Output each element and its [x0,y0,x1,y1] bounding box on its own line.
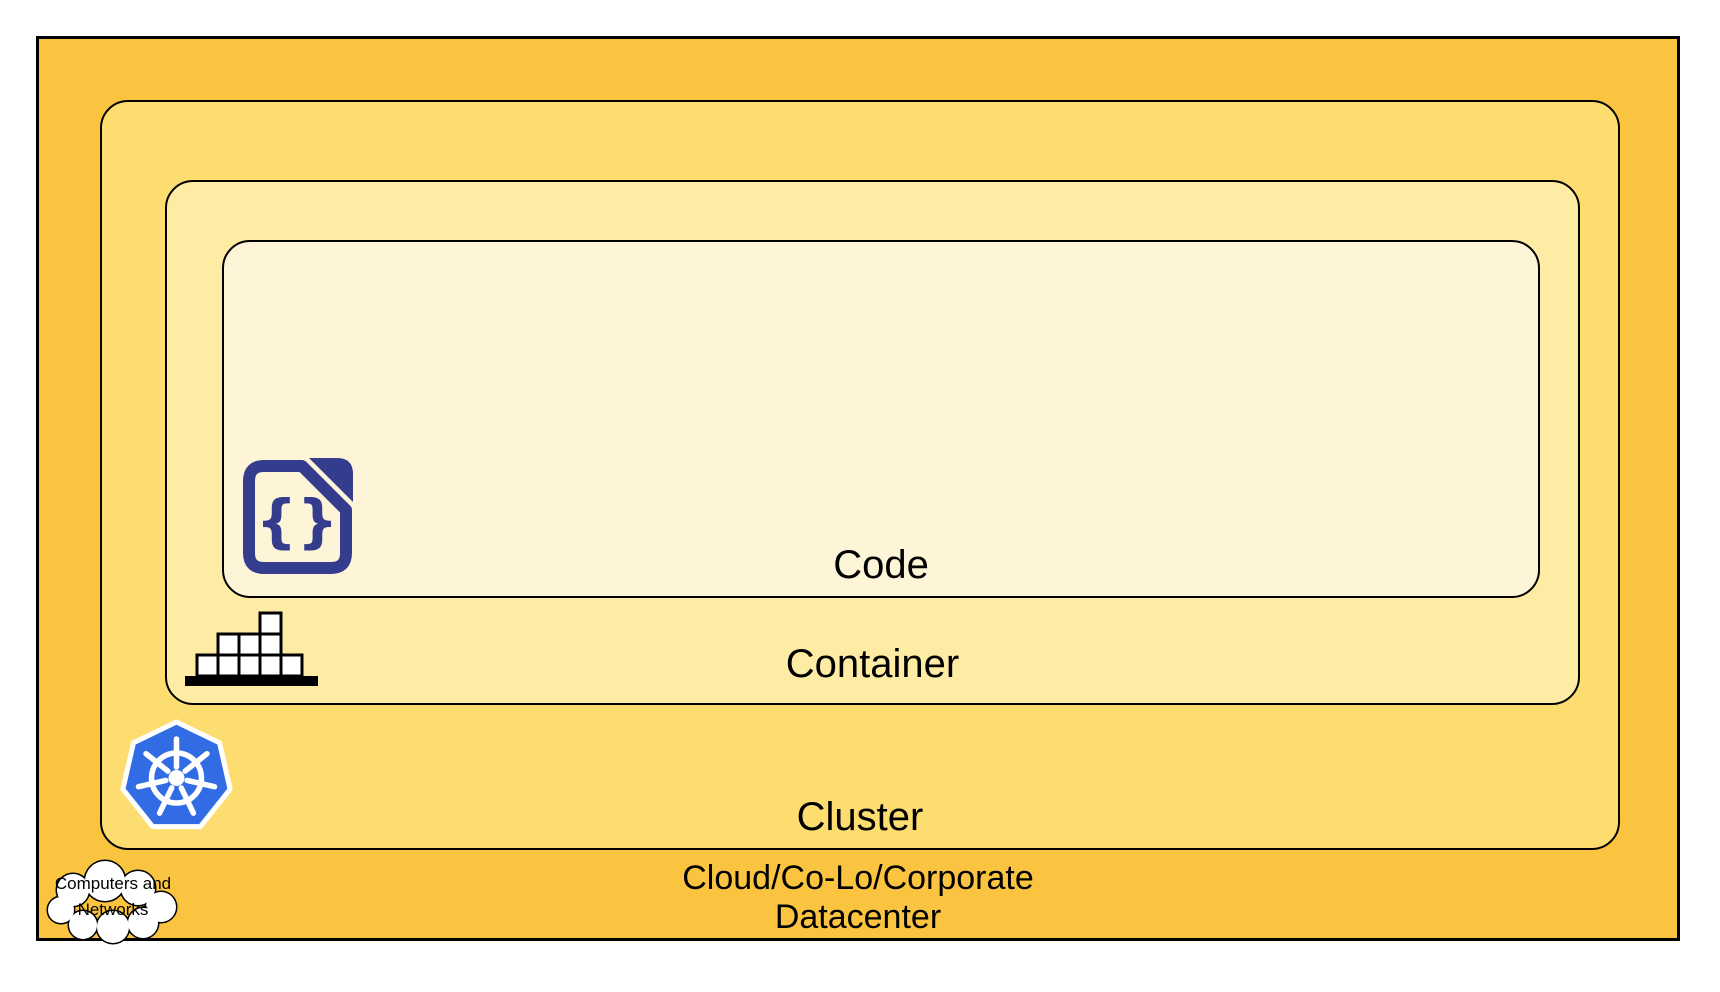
container-blocks-icon [185,611,318,686]
datacenter-label: Cloud/Co-Lo/Corporate Datacenter [39,859,1677,937]
computers-networks-cloud-icon: Computers and Networks [46,859,178,945]
code-label: Code [833,543,929,587]
layer-cluster: {} Code Container [100,100,1620,850]
layer-datacenter: {} Code Container [36,36,1680,945]
layer-code: {} Code [222,240,1540,598]
svg-text:{}: {} [256,487,339,555]
layer-container: {} Code Container [165,180,1580,705]
code-file-icon: {} [243,458,353,574]
datacenter-label-line1: Cloud/Co-Lo/Corporate [682,859,1034,897]
cluster-label: Cluster [796,795,924,839]
datacenter-label-line2: Datacenter [774,898,942,936]
kubernetes-icon [120,719,233,830]
cloud-label-line2: Networks [78,900,149,919]
container-label: Container [785,642,960,686]
cloud-label-line1: Computers and [55,874,171,893]
